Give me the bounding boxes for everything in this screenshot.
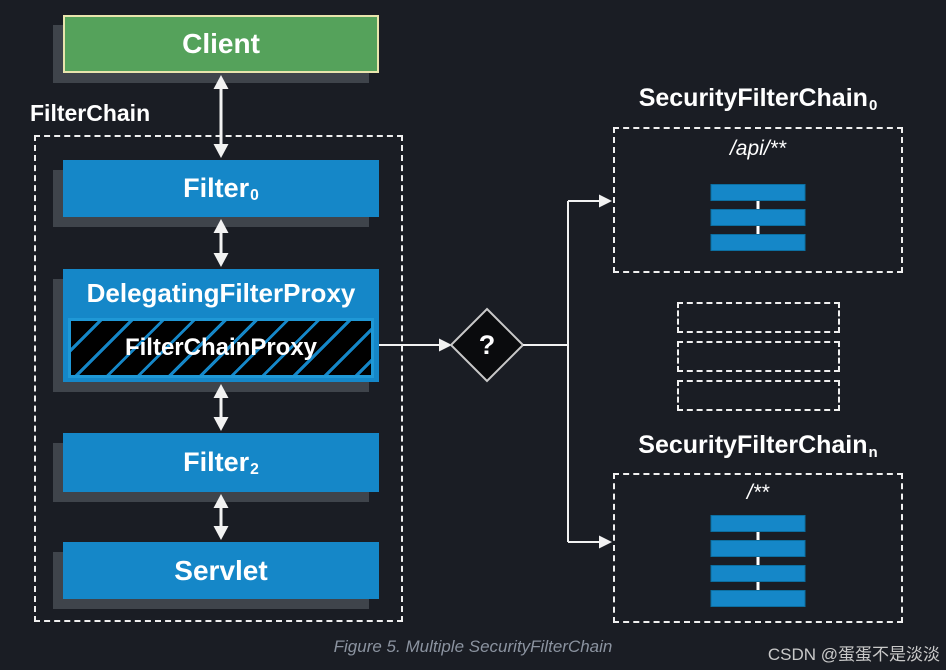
- client-box: Client: [63, 15, 379, 73]
- servlet-label: Servlet: [174, 554, 268, 586]
- delegatingfilterproxy-label: DelegatingFilterProxy: [86, 278, 356, 308]
- filter-bar-connector: [756, 532, 760, 540]
- filter-bar: [710, 234, 806, 251]
- filter-bar-connector: [756, 557, 760, 565]
- chainn-title-subscript: n: [868, 444, 878, 461]
- filterchain-boundary: [34, 135, 403, 622]
- filter-bar: [710, 590, 806, 607]
- filter-bar-connector: [756, 582, 760, 590]
- chainn-url-pattern: /**: [746, 481, 770, 504]
- placeholder-chains: [677, 302, 840, 419]
- filter-bar: [710, 540, 806, 557]
- filter-bar: [710, 209, 806, 226]
- filter-bar: [710, 565, 806, 582]
- filter0-subscript: 0: [250, 186, 259, 204]
- securityfilterchain0-box: /api/**: [613, 127, 903, 273]
- filter0-label: Filter: [183, 173, 250, 203]
- placeholder-chain-box: [677, 341, 840, 372]
- servlet-box: Servlet: [63, 542, 379, 599]
- client-label: Client: [182, 28, 260, 59]
- filterchainproxy-label: FilterChainProxy: [124, 334, 318, 361]
- filter-bar-connector: [756, 201, 760, 209]
- watermark: CSDN @蛋蛋不是淡淡: [767, 645, 940, 664]
- chainn-filter-bars: [710, 515, 806, 607]
- filter-bar: [710, 184, 806, 201]
- filter2-label: Filter: [183, 447, 250, 477]
- chain0-url-pattern: /api/**: [729, 137, 787, 160]
- securityfilterchainn-box: /**: [613, 473, 903, 623]
- figure-caption: Figure 5. Multiple SecurityFilterChain: [333, 637, 613, 656]
- filterchainproxy-box: FilterChainProxy: [68, 318, 374, 378]
- filter-bar: [710, 515, 806, 532]
- securityfilterchain0-title: SecurityFilterChain0: [638, 84, 878, 114]
- delegatingfilterproxy-box: DelegatingFilterProxy FilterChainProxy: [63, 269, 379, 382]
- decision-label: ?: [478, 329, 496, 360]
- filterchain-label: FilterChain: [30, 100, 151, 126]
- chain0-filter-bars: [710, 184, 806, 251]
- arrowhead-up: [213, 75, 229, 89]
- securityfilterchainn-title: SecurityFilterChainn: [638, 431, 878, 461]
- placeholder-chain-box: [677, 380, 840, 411]
- arrowhead-right: [439, 338, 452, 352]
- placeholder-chain-box: [677, 302, 840, 333]
- chain0-title-subscript: 0: [868, 97, 878, 114]
- filter2-subscript: 2: [250, 460, 259, 478]
- filter-bar-connector: [756, 226, 760, 234]
